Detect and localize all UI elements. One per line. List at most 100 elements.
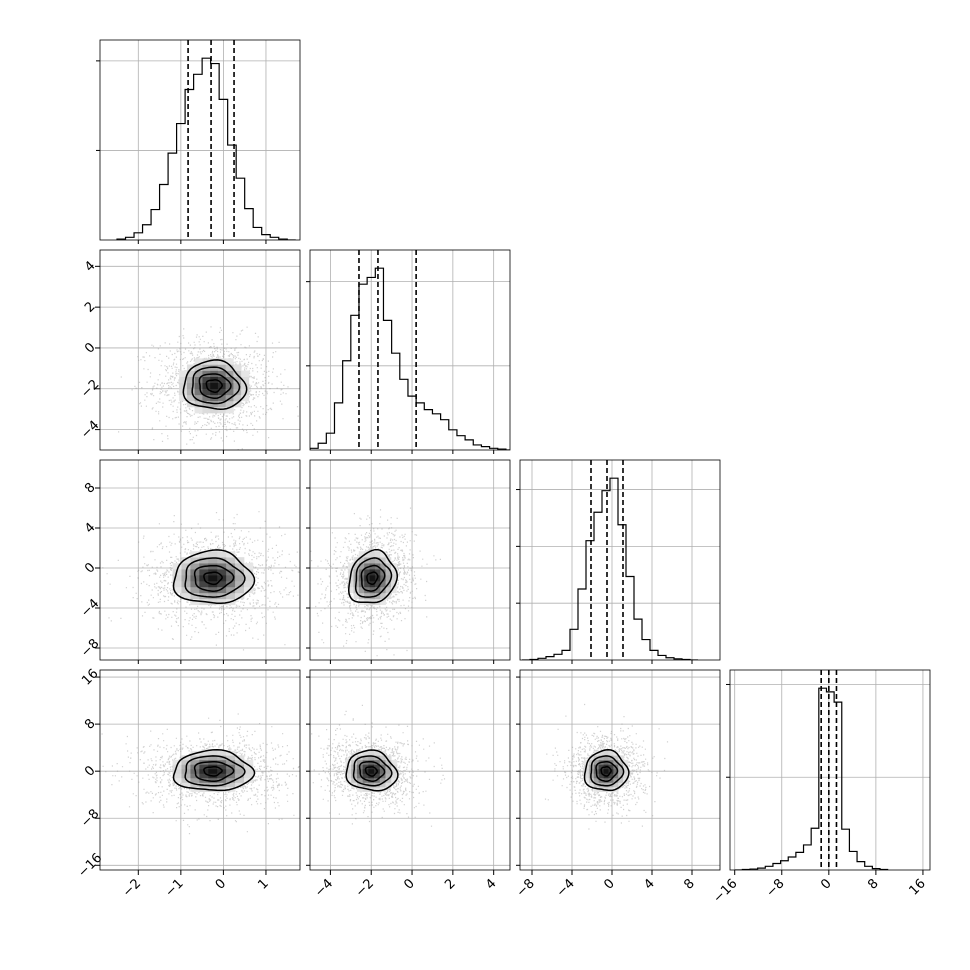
density-cell xyxy=(225,382,234,390)
density-cell xyxy=(379,782,386,788)
density-cell xyxy=(172,580,182,588)
density-cell xyxy=(208,592,218,600)
density-contour xyxy=(590,755,625,787)
y-tick-label: −4 xyxy=(78,418,102,442)
density-cell xyxy=(623,768,629,774)
density-cell xyxy=(385,569,392,576)
density-contour xyxy=(184,755,246,787)
density-cell xyxy=(364,580,370,588)
density-cell xyxy=(241,394,250,402)
density-cell xyxy=(217,750,227,756)
density-cell xyxy=(190,563,200,570)
density-cell xyxy=(348,586,354,594)
density-cell xyxy=(351,782,358,788)
density-cell xyxy=(186,394,195,402)
density-cell xyxy=(172,773,182,779)
density-cell xyxy=(385,777,392,783)
density-cell xyxy=(618,782,624,788)
density-cell xyxy=(210,358,219,365)
density-cell xyxy=(199,750,209,756)
density-cell xyxy=(235,563,245,570)
density-cell xyxy=(613,768,619,774)
density-cell xyxy=(583,773,590,779)
density-cell xyxy=(374,750,381,756)
density-cell xyxy=(380,551,386,558)
scatter-content xyxy=(544,703,669,830)
density-cell xyxy=(390,586,397,594)
density-cell xyxy=(623,773,629,779)
density-cell xyxy=(226,580,236,588)
density-cell xyxy=(380,557,386,564)
histogram-panel-1 xyxy=(96,39,301,244)
density-cell xyxy=(385,575,392,582)
density-cell xyxy=(385,773,392,779)
scatter-content xyxy=(311,704,446,827)
density-cell xyxy=(385,782,392,788)
density-cell xyxy=(608,777,614,783)
panel-frame xyxy=(99,459,301,661)
density-cell xyxy=(385,768,392,774)
density-cell xyxy=(374,773,381,779)
y-tick-label: −2 xyxy=(78,377,102,401)
density-cell xyxy=(208,755,218,761)
density-cell xyxy=(226,755,236,761)
density-cell xyxy=(235,592,245,600)
density-cell xyxy=(186,364,195,371)
density-cell xyxy=(353,592,360,600)
y-tick-label: 16 xyxy=(79,666,101,688)
density-cell xyxy=(235,782,245,788)
density-cell xyxy=(181,782,191,788)
density-cell xyxy=(598,755,604,761)
density-cell xyxy=(226,773,236,779)
density-cell xyxy=(226,592,236,600)
density-cell xyxy=(194,394,203,402)
density-cell xyxy=(217,388,226,396)
x-tick-label: 0 xyxy=(401,876,417,892)
density-cell xyxy=(202,400,211,408)
density-cell xyxy=(235,768,245,774)
density-cell xyxy=(244,580,254,588)
density-cell xyxy=(226,557,236,564)
panel-frame xyxy=(309,459,511,661)
density-cell xyxy=(235,764,245,770)
density-cell xyxy=(374,764,381,770)
density-cell xyxy=(244,764,254,770)
density-cell xyxy=(603,782,609,788)
density-cell xyxy=(364,592,370,600)
density-cell xyxy=(226,563,236,570)
density-cell xyxy=(199,569,209,576)
density-cell xyxy=(345,768,352,774)
density-cell xyxy=(190,787,200,792)
density-cell xyxy=(588,782,595,788)
density-cell xyxy=(194,382,203,390)
density-contour xyxy=(182,359,248,411)
density-cell xyxy=(356,782,363,788)
density-cell xyxy=(379,764,386,770)
density-cell xyxy=(226,768,236,774)
density-cell xyxy=(199,551,209,558)
density-cell xyxy=(379,777,386,783)
density-contour xyxy=(191,366,241,405)
density-cell xyxy=(179,376,188,383)
density-cell xyxy=(345,777,352,783)
density-cell xyxy=(208,782,218,788)
density-cell xyxy=(362,787,369,792)
histogram-panel-2 xyxy=(306,249,511,454)
density-cell xyxy=(588,759,595,765)
density-cell xyxy=(172,768,182,774)
density-cell xyxy=(199,764,209,770)
density-cell xyxy=(608,773,614,779)
density-cell xyxy=(380,592,386,600)
density-cell xyxy=(225,406,234,414)
density-cell xyxy=(364,551,370,558)
density-cell xyxy=(241,382,250,390)
y-tick-label: −8 xyxy=(78,807,102,831)
density-cell xyxy=(217,755,227,761)
density-cell xyxy=(385,563,392,570)
density-cell xyxy=(345,764,352,770)
panel-frame xyxy=(99,39,301,241)
density-cell xyxy=(233,364,242,371)
density-cell xyxy=(217,598,227,606)
